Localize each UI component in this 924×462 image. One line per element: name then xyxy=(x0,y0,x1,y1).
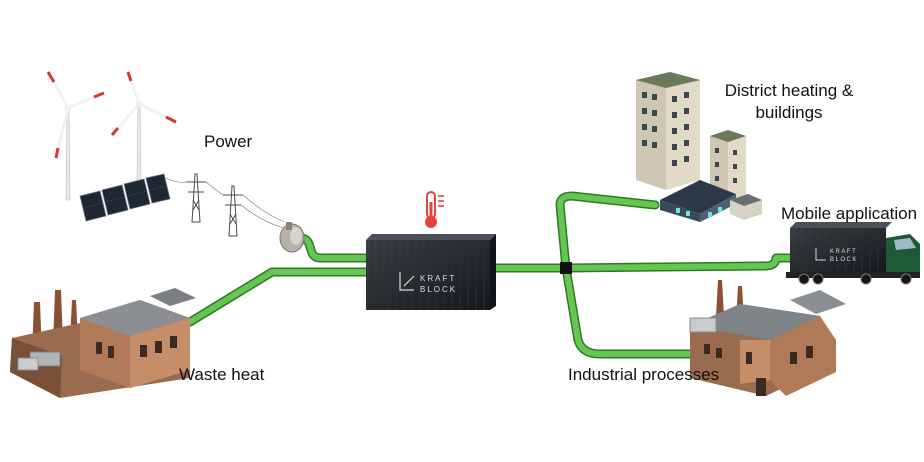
wind-turbine-icon xyxy=(110,71,177,183)
label-district-heating-line2: buildings xyxy=(755,103,823,122)
container-logo-line1: KRAFT xyxy=(420,274,456,283)
label-mobile-application: Mobile application xyxy=(781,204,918,223)
pipe-junction xyxy=(560,262,572,274)
mobile-storage-truck: KRAFT BLOCK xyxy=(786,222,920,285)
label-industrial-processes: Industrial processes xyxy=(568,365,720,384)
district-buildings xyxy=(636,72,762,222)
label-district-heating-line1: District heating & xyxy=(724,81,854,100)
pipe-waste-heat xyxy=(185,267,373,327)
converter-unit xyxy=(279,222,305,253)
truck-logo-line1: KRAFT xyxy=(830,249,857,255)
kraftblock-storage-container: KRAFT BLOCK xyxy=(366,234,496,310)
pipe-network xyxy=(185,191,797,359)
thermometer-icon xyxy=(425,191,444,228)
container-logo-line2: BLOCK xyxy=(420,285,457,294)
truck-logo-line2: BLOCK xyxy=(830,257,858,263)
label-waste-heat: Waste heat xyxy=(179,365,265,384)
power-pylon-icon xyxy=(164,173,285,237)
truck-logo: KRAFT BLOCK xyxy=(815,248,858,263)
label-district-heating: District heating & buildings xyxy=(714,80,864,124)
container-logo: KRAFT BLOCK xyxy=(399,272,457,294)
solar-panel-icon xyxy=(79,173,171,222)
pipe-district xyxy=(555,191,660,273)
wind-turbine-icon xyxy=(46,71,105,201)
label-power: Power xyxy=(204,132,253,151)
waste-heat-plant xyxy=(10,288,196,398)
industrial-plant xyxy=(689,280,846,396)
